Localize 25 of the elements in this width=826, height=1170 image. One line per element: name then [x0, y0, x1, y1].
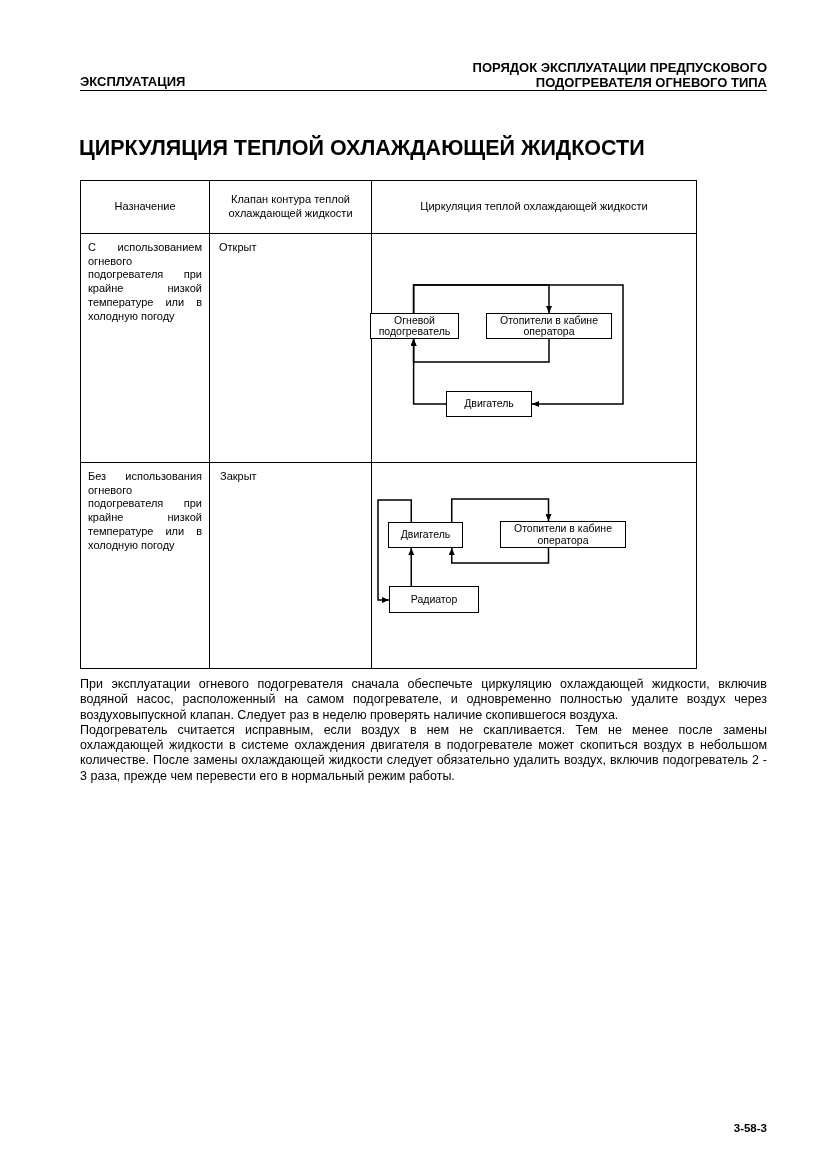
body-paragraph: При эксплуатации огневого подогревателя сначала обеспечьте циркуляцию охлаждающей жидкости, включив водяной насос, расположенный на самом подогревателе, и одновременно полностью удалите воздух через воздуховыпускной клапан. Следует раз в неделю проверять наличие скопившегося воздуха. — [80, 677, 767, 723]
component-box: Двигатель — [388, 522, 463, 548]
page-number: 3-58-3 — [732, 1122, 767, 1135]
cell-text: Открыт — [219, 241, 258, 255]
flow-arrow — [451, 498, 552, 523]
component-box: Огневой подогреватель — [370, 313, 459, 339]
running-header: ЭКСПЛУАТАЦИЯ — [80, 74, 187, 89]
component-box: Отопители в кабине оператора — [486, 313, 612, 339]
page-title: ЦИРКУЛЯЦИЯ ТЕПЛОЙ ОХЛАЖДАЮЩЕЙ ЖИДКОСТИ — [79, 135, 645, 161]
running-header: ПОРЯДОК ЭКСПЛУАТАЦИИ ПРЕДПУСКОВОГО ПОДОГРЕВАТЕЛЯ ОГНЕВОГО ТИПА — [471, 60, 767, 90]
flow-arrow — [412, 284, 624, 407]
component-box: Двигатель — [446, 391, 532, 417]
component-box: Отопители в кабине оператора — [500, 521, 626, 548]
cell-text: С использованием огневого подогревателя при крайне низкой температуре или в холодную погоду — [88, 241, 202, 324]
component-box: Радиатор — [389, 586, 479, 613]
flow-arrow — [410, 338, 447, 405]
column-header: Назначение — [113, 200, 177, 214]
body-paragraph: Подогреватель считается исправным, если воздух в нем не скапливается. Тем не менее после замены охлаждающей жидкости в системе охлаждения двигателя в подогревателе может скопиться воздух в небольшом количестве. После замены охлаждающей жидкости следует обязательно удалить воздух, включив подогреватель 2 - 3 раза, прежде чем перевести его в нормальный режим работы. — [80, 722, 767, 785]
cell-text: Закрыт — [220, 470, 258, 484]
flow-arrow — [448, 547, 550, 564]
cell-text: Без использования огневого подогревателя при крайне низкой температуре или в холодную погоду — [88, 470, 202, 553]
column-header: Клапан контура теплой охлаждающей жидкости — [227, 193, 354, 221]
column-header: Циркуляция теплой охлаждающей жидкости — [419, 200, 649, 214]
flow-arrow — [408, 547, 415, 587]
flow-arrow — [377, 499, 412, 604]
